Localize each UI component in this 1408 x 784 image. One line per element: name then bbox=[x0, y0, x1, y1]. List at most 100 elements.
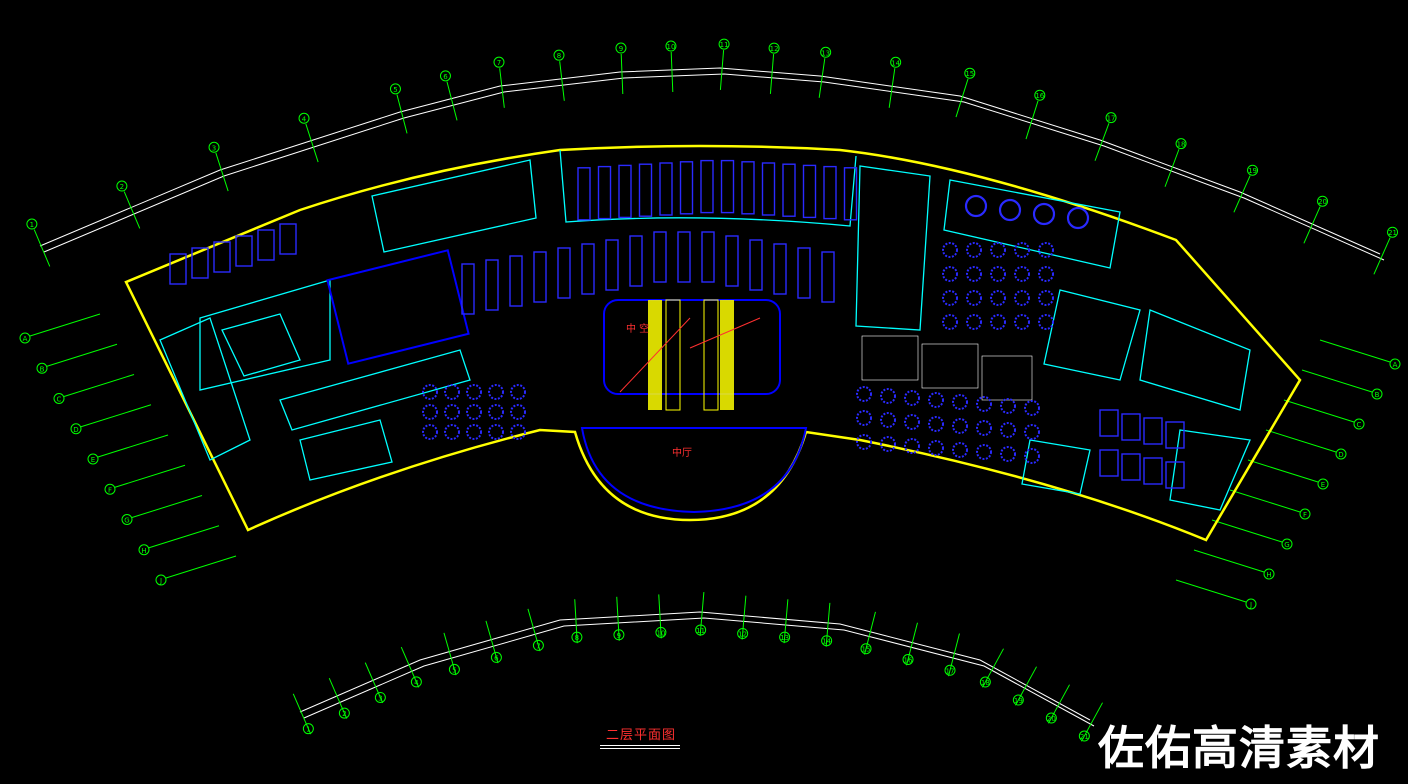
right-axis-E: E bbox=[1247, 459, 1329, 490]
furniture-layout bbox=[169, 159, 1185, 489]
top-axis-label: 17 bbox=[1107, 115, 1116, 123]
top-axis-16: 16 bbox=[1025, 89, 1046, 140]
left-axis-label: B bbox=[40, 365, 45, 373]
interior-walls bbox=[159, 149, 1251, 511]
bottom-axis-16: 16 bbox=[902, 622, 918, 666]
left-axis-A: A bbox=[19, 313, 101, 344]
left-axis-label: C bbox=[57, 396, 62, 404]
bottom-axis-label: 13 bbox=[780, 634, 789, 642]
top-axis-label: 2 bbox=[120, 183, 124, 191]
right-axis-label: E bbox=[1321, 481, 1325, 489]
bottom-axis-label: 1 bbox=[306, 726, 310, 734]
top-axis-15: 15 bbox=[955, 67, 976, 118]
bottom-axis-label: 20 bbox=[1047, 715, 1056, 723]
central-hall-label: 中厅 bbox=[672, 446, 692, 459]
right-axis-label: H bbox=[1266, 571, 1271, 579]
top-axis-label: 19 bbox=[1248, 167, 1257, 175]
top-axis-label: 10 bbox=[666, 43, 675, 51]
bottom-axis-label: 4 bbox=[414, 679, 419, 687]
building-outline bbox=[124, 144, 1302, 542]
bottom-axis-18: 18 bbox=[979, 648, 1004, 688]
right-axis-G: G bbox=[1211, 519, 1293, 550]
top-axis-6: 6 bbox=[439, 70, 458, 121]
right-axis-H: H bbox=[1193, 549, 1275, 580]
top-axis-10: 10 bbox=[665, 40, 677, 93]
bottom-axis-13: 13 bbox=[779, 599, 791, 644]
left-axis-F: F bbox=[104, 464, 186, 495]
drawing-title: 二层平面图 bbox=[606, 728, 677, 743]
left-axis-H: H bbox=[138, 525, 220, 556]
right-axis-C: C bbox=[1283, 399, 1365, 430]
left-axis-B: B bbox=[36, 343, 118, 374]
right-axis-label: J bbox=[1249, 601, 1252, 609]
top-axis-2: 2 bbox=[116, 180, 141, 229]
bottom-axis-3: 3 bbox=[364, 662, 386, 704]
top-axis-label: 18 bbox=[1177, 141, 1186, 149]
top-axis-label: 20 bbox=[1318, 198, 1327, 206]
bottom-axis-12: 12 bbox=[737, 595, 749, 640]
right-axis-A: A bbox=[1319, 339, 1401, 370]
top-axis-7: 7 bbox=[493, 56, 505, 108]
bottom-axis-label: 12 bbox=[738, 631, 747, 639]
top-axis-20: 20 bbox=[1303, 195, 1329, 244]
left-axis-G: G bbox=[121, 495, 203, 525]
top-axis-13: 13 bbox=[818, 46, 832, 98]
top-axis-label: 21 bbox=[1388, 229, 1397, 237]
watermark-text: 佐佑高清素材 bbox=[1098, 721, 1380, 775]
top-axis-label: 9 bbox=[619, 45, 623, 53]
bottom-axis-10: 10 bbox=[655, 594, 667, 639]
left-axis-label: H bbox=[141, 547, 146, 555]
right-axis-label: B bbox=[1375, 391, 1380, 399]
left-axis-label: G bbox=[124, 517, 129, 525]
top-axis-8: 8 bbox=[553, 49, 565, 101]
void-opening bbox=[326, 249, 470, 365]
right-axis-label: A bbox=[1393, 361, 1398, 369]
top-axis-14: 14 bbox=[888, 56, 902, 108]
hatched-panels bbox=[861, 335, 1033, 401]
bottom-axis-label: 16 bbox=[904, 656, 913, 664]
top-axis-17: 17 bbox=[1094, 112, 1117, 161]
top-axis-label: 1 bbox=[30, 221, 34, 229]
top-axis-12: 12 bbox=[768, 42, 780, 94]
top-axis-21: 21 bbox=[1373, 226, 1399, 275]
bottom-axis-label: 15 bbox=[862, 646, 871, 654]
top-axis-11: 11 bbox=[718, 38, 730, 90]
top-axis-9: 9 bbox=[615, 42, 627, 95]
top-axis-label: 12 bbox=[770, 45, 779, 53]
top-axis-18: 18 bbox=[1164, 138, 1187, 187]
title-underline bbox=[600, 745, 680, 746]
right-axis-D: D bbox=[1265, 429, 1347, 460]
top-axis-label: 16 bbox=[1035, 92, 1044, 100]
bottom-axis-label: 8 bbox=[575, 634, 579, 642]
right-axis-label: G bbox=[1284, 541, 1289, 549]
bottom-axis-label: 9 bbox=[617, 632, 621, 640]
top-axis-label: 3 bbox=[212, 144, 216, 152]
top-axis-1: 1 bbox=[26, 218, 51, 267]
bottom-dimension-chain bbox=[299, 611, 1095, 727]
top-axis-label: 14 bbox=[891, 59, 900, 67]
left-axis-label: J bbox=[159, 577, 162, 585]
left-axis-label: A bbox=[23, 335, 28, 343]
right-axis-B: B bbox=[1301, 369, 1383, 400]
bottom-axis-label: 18 bbox=[981, 679, 990, 687]
top-axis-label: 11 bbox=[720, 41, 729, 49]
left-axis-C: C bbox=[53, 374, 135, 404]
bottom-axis-9: 9 bbox=[613, 596, 625, 641]
left-axis-label: F bbox=[108, 486, 112, 494]
bottom-axis-label: 5 bbox=[452, 666, 456, 674]
top-axis-19: 19 bbox=[1233, 164, 1259, 213]
bottom-axis-label: 7 bbox=[536, 642, 540, 650]
bottom-axis-label: 19 bbox=[1014, 697, 1023, 705]
left-axis-label: D bbox=[73, 426, 78, 434]
left-axis-J: J bbox=[155, 555, 237, 586]
bottom-axis-1: 1 bbox=[292, 693, 314, 735]
bottom-axis-14: 14 bbox=[821, 602, 833, 647]
left-axis-D: D bbox=[70, 404, 152, 435]
top-axis-label: 7 bbox=[497, 59, 501, 67]
top-axis-3: 3 bbox=[208, 141, 229, 192]
atrium-escalator-core: 中 空 bbox=[603, 299, 781, 411]
